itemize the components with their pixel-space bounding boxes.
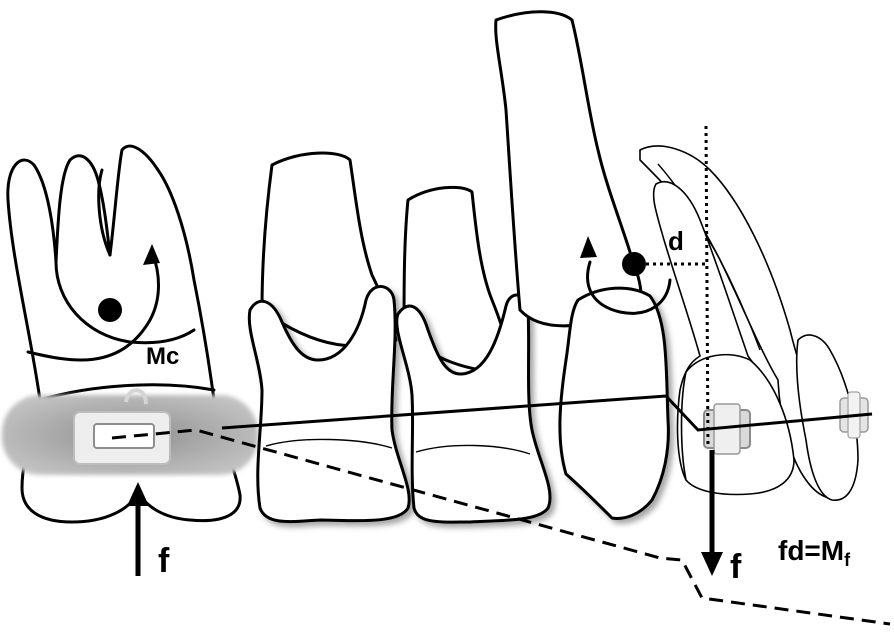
canine-moment-arrow xyxy=(580,236,672,315)
second-premolar xyxy=(247,151,411,524)
canine-root xyxy=(494,10,643,328)
molar-root-inner-left xyxy=(54,260,196,345)
label-equation-sub: f xyxy=(844,550,851,570)
lateral-incisor-inner xyxy=(657,163,761,351)
canine-center-of-resistance xyxy=(622,252,646,276)
label-force-right: f xyxy=(730,548,742,586)
first-premolar-occlusal xyxy=(415,444,531,455)
molar-root-inner-right xyxy=(97,168,112,257)
label-distance: d xyxy=(668,226,684,256)
canine-tooth xyxy=(494,10,670,520)
force-arrow-up xyxy=(127,482,149,576)
molar-center-of-resistance xyxy=(98,298,122,322)
second-premolar-crown xyxy=(247,285,411,524)
force-arrow-down xyxy=(701,450,723,576)
label-equation: fd=Mf xyxy=(778,535,851,570)
second-premolar-occlusal xyxy=(265,438,393,449)
archwire-segment xyxy=(221,394,873,432)
wire-path-dashed xyxy=(111,428,891,626)
molar-moment-arrow xyxy=(26,244,160,362)
vertical-reference-line xyxy=(704,125,710,447)
label-moment-couple: Mc xyxy=(146,343,179,370)
label-force-left: f xyxy=(158,542,170,580)
label-equation-main: fd=M xyxy=(778,535,844,566)
